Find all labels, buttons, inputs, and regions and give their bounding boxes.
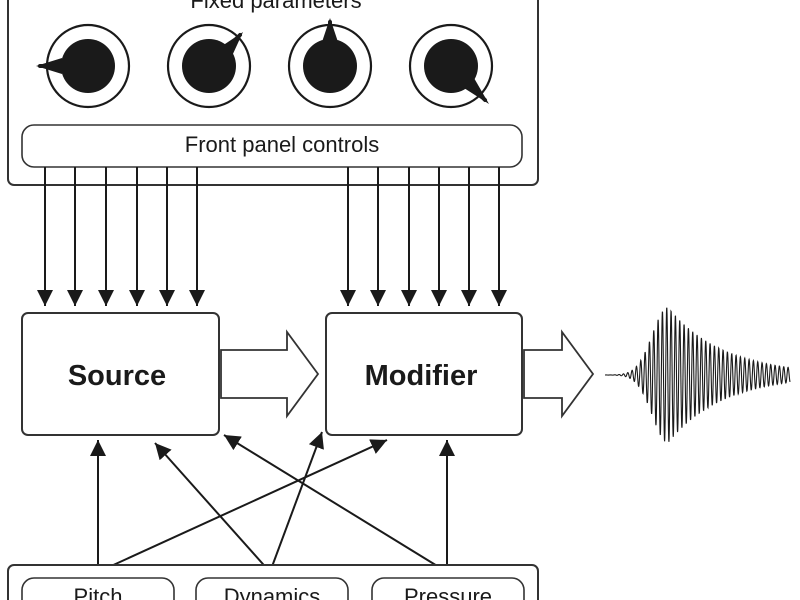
knob-4[interactable] xyxy=(408,23,494,109)
modifier-output-arrow xyxy=(523,329,595,419)
source-to-modifier-arrow xyxy=(220,329,320,419)
control-arrows-source xyxy=(37,167,205,306)
modifier-box xyxy=(325,312,523,436)
pitch-control[interactable]: Pitch xyxy=(21,577,175,600)
knob-1[interactable] xyxy=(36,23,131,109)
pitch-label: Pitch xyxy=(74,584,123,600)
source-box xyxy=(21,312,220,436)
control-arrows-modifier xyxy=(340,167,507,306)
fixed-parameters-title: Fixed parameters xyxy=(190,0,361,13)
front-panel-controls-label: Front panel controls xyxy=(185,132,379,157)
knob-group xyxy=(36,18,494,109)
performance-arrows xyxy=(90,431,455,573)
dynamics-control[interactable]: Dynamics xyxy=(195,577,349,600)
dynamics-label: Dynamics xyxy=(224,584,321,600)
knob-2[interactable] xyxy=(166,23,252,109)
output-waveform xyxy=(604,307,791,442)
source-label: Source xyxy=(68,360,166,392)
modifier-label: Modifier xyxy=(365,360,478,392)
front-panel-controls-bar xyxy=(21,124,523,168)
knob-3[interactable] xyxy=(287,18,373,109)
pressure-label: Pressure xyxy=(404,584,492,600)
pressure-control[interactable]: Pressure xyxy=(371,577,525,600)
